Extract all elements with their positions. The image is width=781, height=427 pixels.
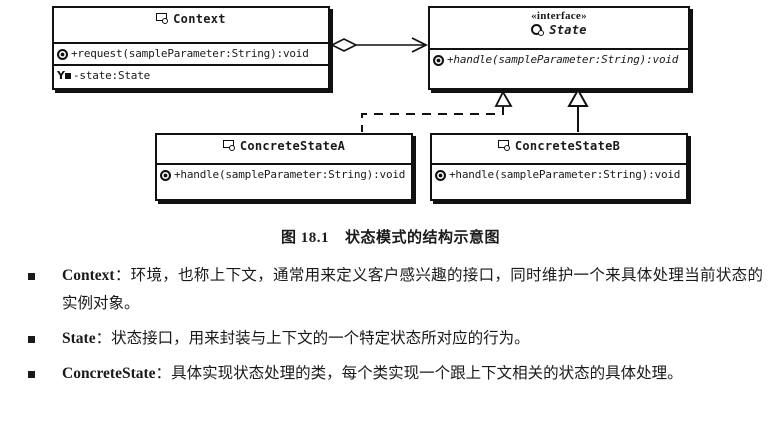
figure-number: 图 18.1 [280,230,329,246]
method-signature: +request(sampleParameter:String):void [71,47,309,60]
open-arrow-head [411,37,429,53]
class-header-concretestatea: ConcreteStateA [157,135,411,157]
public-method-icon [57,48,68,60]
interface-icon [531,24,545,36]
list-item: ConcreteState：具体实现状态处理的类，每个类实现一个跟上下文相关的状… [0,360,781,388]
class-name-concretestateb: ConcreteStateB [514,139,621,153]
attribute-signature: -state:State [73,69,151,82]
stereotype-interface: «interface» [531,10,587,22]
method-row-concretestateb-handle[interactable]: +handle(sampleParameter:String):void [432,165,686,185]
list-item: Context：环境，也称上下文，通常用来定义客户感兴趣的接口，同时维护一个来具… [0,262,781,318]
realization-triangle [494,90,513,107]
aggregation-diamond [330,38,358,52]
class-divider [157,163,411,165]
term-label: Context [62,267,115,284]
term-description: 具体实现状态处理的类，每个类实现一个跟上下文相关的状态的具体处理。 [171,365,683,382]
bullet-marker-icon [28,336,35,343]
term-label: ConcreteState [62,365,156,382]
class-header-context: Context [54,8,328,30]
class-name-state: State [549,23,587,37]
public-method-icon [160,169,171,181]
generalization-triangle [567,87,589,107]
class-box-context[interactable]: Context +request(sampleParameter:String)… [52,6,330,90]
definition-list: Context：环境，也称上下文，通常用来定义客户感兴趣的接口，同时维护一个来具… [0,262,781,395]
private-attribute-icon: Y [57,70,72,82]
class-divider [54,42,328,44]
public-method-icon [433,54,444,66]
term-label: State [62,330,96,347]
class-icon [156,13,169,24]
figure-caption: 图 18.1 状态模式的结构示意图 [0,226,781,247]
class-icon [222,140,236,151]
class-box-concretestateb[interactable]: ConcreteStateB +handle(sampleParameter:S… [430,133,688,201]
method-row-concretestatea-handle[interactable]: +handle(sampleParameter:String):void [157,165,411,185]
term-separator: ： [155,365,172,382]
attribute-row-context-state[interactable]: Y -state:State [54,66,328,86]
relation-realization-concretestatea-state [361,90,513,132]
class-divider [430,48,688,50]
term-separator: ： [114,267,131,284]
method-signature: +handle(sampleParameter:String):void [174,168,406,181]
realization-dashed-line [361,106,504,132]
term-description: 状态接口，用来封装与上下文的一个特定状态所对应的行为。 [111,330,530,347]
relation-aggregation-context-state [330,37,429,53]
uml-class-diagram: Context +request(sampleParameter:String)… [52,6,690,201]
term-separator: ： [95,330,112,347]
method-signature: +handle(sampleParameter:String):void [447,53,679,66]
class-box-concretestatea[interactable]: ConcreteStateA +handle(sampleParameter:S… [155,133,413,201]
class-header-concretestateb: ConcreteStateB [432,135,686,157]
class-divider [432,163,686,165]
figure-title: 状态模式的结构示意图 [345,230,501,246]
public-method-icon [435,169,446,181]
bullet-marker-icon [28,371,35,378]
class-icon [497,140,511,151]
list-item: State：状态接口，用来封装与上下文的一个特定状态所对应的行为。 [0,325,781,353]
method-signature: +handle(sampleParameter:String):void [449,168,681,181]
class-divider [54,64,328,66]
class-name-context: Context [173,12,226,26]
method-row-state-handle[interactable]: +handle(sampleParameter:String):void [430,50,688,70]
class-name-concretestatea: ConcreteStateA [239,139,346,153]
class-header-state: «interface» State [430,8,688,41]
relation-generalization-concretestateb-state [567,87,589,132]
method-row-context-request[interactable]: +request(sampleParameter:String):void [54,44,328,64]
class-box-state[interactable]: «interface» State +handle(sampleParamete… [428,6,690,90]
bullet-marker-icon [28,273,35,280]
term-description: 环境，也称上下文，通常用来定义客户感兴趣的接口，同时维护一个来具体处理当前状态的… [62,267,763,312]
